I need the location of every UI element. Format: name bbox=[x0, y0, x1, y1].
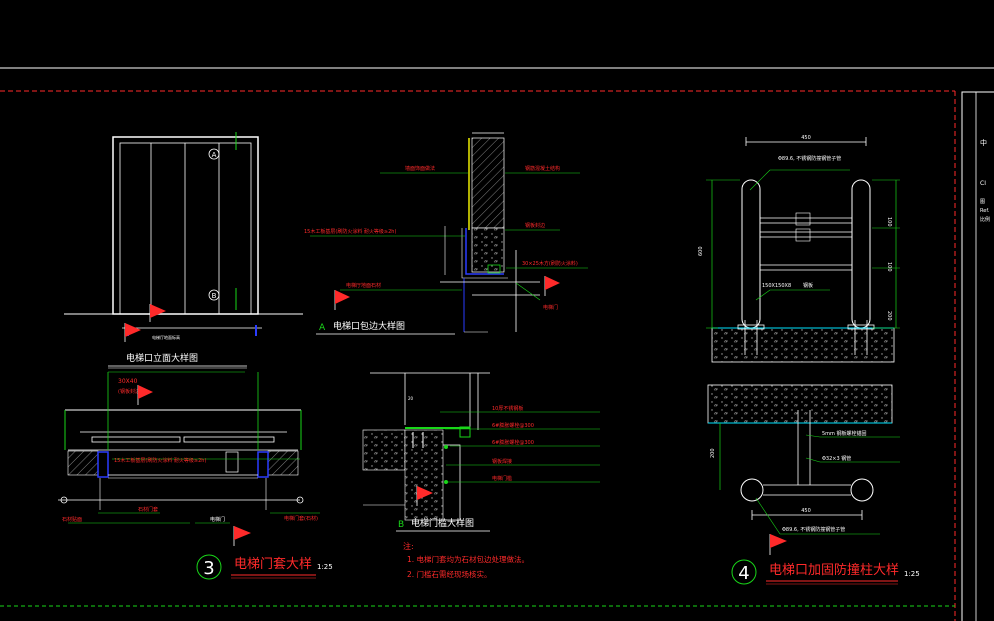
flag-icon bbox=[137, 385, 153, 405]
title-block-frame bbox=[961, 91, 994, 621]
bollard-label-base-plate-note: 钢板 bbox=[803, 282, 813, 289]
section-marker-b-label: B bbox=[212, 292, 217, 300]
title-block-text-4: Ref. bbox=[980, 208, 990, 214]
bollard-dim-top-width: 450 bbox=[801, 135, 811, 141]
door-frame-label-bottom-2: 石材门套 bbox=[138, 506, 158, 513]
title-block-text-1: 中 bbox=[980, 138, 987, 147]
detail-b-label-2: 6#膨胀螺栓@300 bbox=[492, 422, 534, 429]
flag-icon bbox=[544, 276, 560, 296]
door-frame-label-right-bottom: 电梯门套(石材) bbox=[284, 515, 318, 522]
bollard-label-bottom-pipe: Φ89.6, 不锈钢防撞钢管子管 bbox=[782, 526, 845, 533]
detail-b-title: 电梯门槛大样图 bbox=[411, 517, 474, 529]
bollard-title: 电梯口加固防撞柱大样 bbox=[769, 562, 899, 578]
bollard-label-anchor: 5mm 钢板螺栓锚固 bbox=[822, 430, 867, 437]
bollard-elevation bbox=[706, 137, 900, 363]
detail-number-circle-3 bbox=[196, 554, 222, 580]
bollard-plan bbox=[707, 384, 900, 535]
section-marker-b bbox=[208, 289, 220, 301]
elevation-floor-note: 电梯厅地面标高 bbox=[152, 334, 180, 340]
bollard-dim-seg-mid: 100 bbox=[886, 262, 892, 272]
flag-icon bbox=[149, 304, 166, 322]
detail-a-label-left-lower: 电梯厅地面石材 bbox=[346, 282, 381, 289]
detail-number-4: 4 bbox=[738, 563, 749, 584]
flag-icon bbox=[769, 534, 787, 555]
detail-a-marker: A bbox=[319, 323, 326, 333]
detail-a-label-right-bottom: 电梯门 bbox=[543, 304, 558, 311]
note-2: 2. 门槛石需经现场核实。 bbox=[407, 569, 492, 579]
notes-heading: 注: bbox=[403, 541, 414, 551]
door-frame-title: 电梯门套大样 bbox=[234, 556, 312, 572]
elevation-title: 电梯口立面大样图 bbox=[126, 352, 198, 364]
door-frame-label-bottom-1: 石材贴面 bbox=[62, 516, 82, 523]
detail-a-label-top-right: 钢筋混凝土结构 bbox=[525, 165, 560, 172]
bollard-dim-seg-top: 100 bbox=[886, 217, 892, 227]
bollard-label-base-plate: 150X150X8 bbox=[762, 283, 791, 289]
detail-number-circle-4 bbox=[731, 559, 757, 585]
door-frame-label-top-1: 30X40 bbox=[118, 378, 138, 385]
door-frame-plan bbox=[58, 371, 320, 524]
bollard-label-top-pipe: Φ89.6, 不锈钢防撞钢管子管 bbox=[778, 155, 841, 162]
detail-b-dim: 20 bbox=[408, 396, 414, 401]
title-block-text-3: 图 bbox=[980, 199, 985, 205]
flag-icon bbox=[233, 526, 251, 546]
detail-b-label-4: 钢板焊接 bbox=[492, 458, 512, 465]
detail-b-label-5: 电梯门槛 bbox=[492, 475, 512, 482]
detail-b-label-3: 6#膨胀螺栓@300 bbox=[492, 439, 534, 446]
detail-a-title: 电梯口包边大样图 bbox=[333, 320, 405, 332]
detail-a-drawing bbox=[310, 132, 588, 333]
detail-number-3: 3 bbox=[203, 558, 214, 579]
section-marker-a bbox=[208, 148, 220, 160]
bollard-label-rod: Φ32×3 钢管 bbox=[822, 455, 851, 462]
door-frame-scale: 1:25 bbox=[317, 563, 333, 571]
bollard-dim-total-height: 600 bbox=[698, 246, 704, 256]
door-frame-label-middle: 15木工板基层(刷防火涂料 耐火等级≥2h) bbox=[114, 457, 206, 464]
flag-icon bbox=[334, 290, 350, 310]
detail-a-label-left-mid: 15木工板基层(刷防火涂料 耐火等级≥2h) bbox=[304, 228, 396, 235]
flag-icon bbox=[416, 486, 433, 506]
bollard-dim-bottom-width: 450 bbox=[801, 508, 811, 514]
bollard-dim-plan-height: 200 bbox=[710, 448, 716, 458]
detail-b-marker: B bbox=[398, 520, 404, 530]
bollard-scale: 1:25 bbox=[904, 570, 920, 578]
section-marker-a-label: A bbox=[212, 151, 217, 159]
door-frame-label-bottom-3: 电梯门 bbox=[210, 516, 225, 523]
detail-a-label-top-left: 墙面饰面做法 bbox=[405, 165, 435, 172]
title-block-text-5: 比例 bbox=[980, 216, 990, 223]
elevation-drawing bbox=[64, 132, 303, 336]
detail-a-label-right-lower: 30×25木方(刷防火涂料) bbox=[522, 260, 578, 267]
door-frame-label-top-2: (钢板封边) bbox=[118, 388, 142, 395]
bollard-dim-seg-bottom: 200 bbox=[886, 311, 892, 321]
title-block-text-2: CI bbox=[980, 180, 986, 187]
note-1: 1. 电梯门套均为石材包边处理做法。 bbox=[407, 554, 529, 564]
flag-icon bbox=[124, 323, 141, 342]
detail-a-label-right-mid: 钢板封边 bbox=[525, 222, 545, 229]
detail-b-drawing bbox=[362, 372, 600, 521]
detail-b-label-1: 10厚不锈钢板 bbox=[492, 405, 523, 412]
